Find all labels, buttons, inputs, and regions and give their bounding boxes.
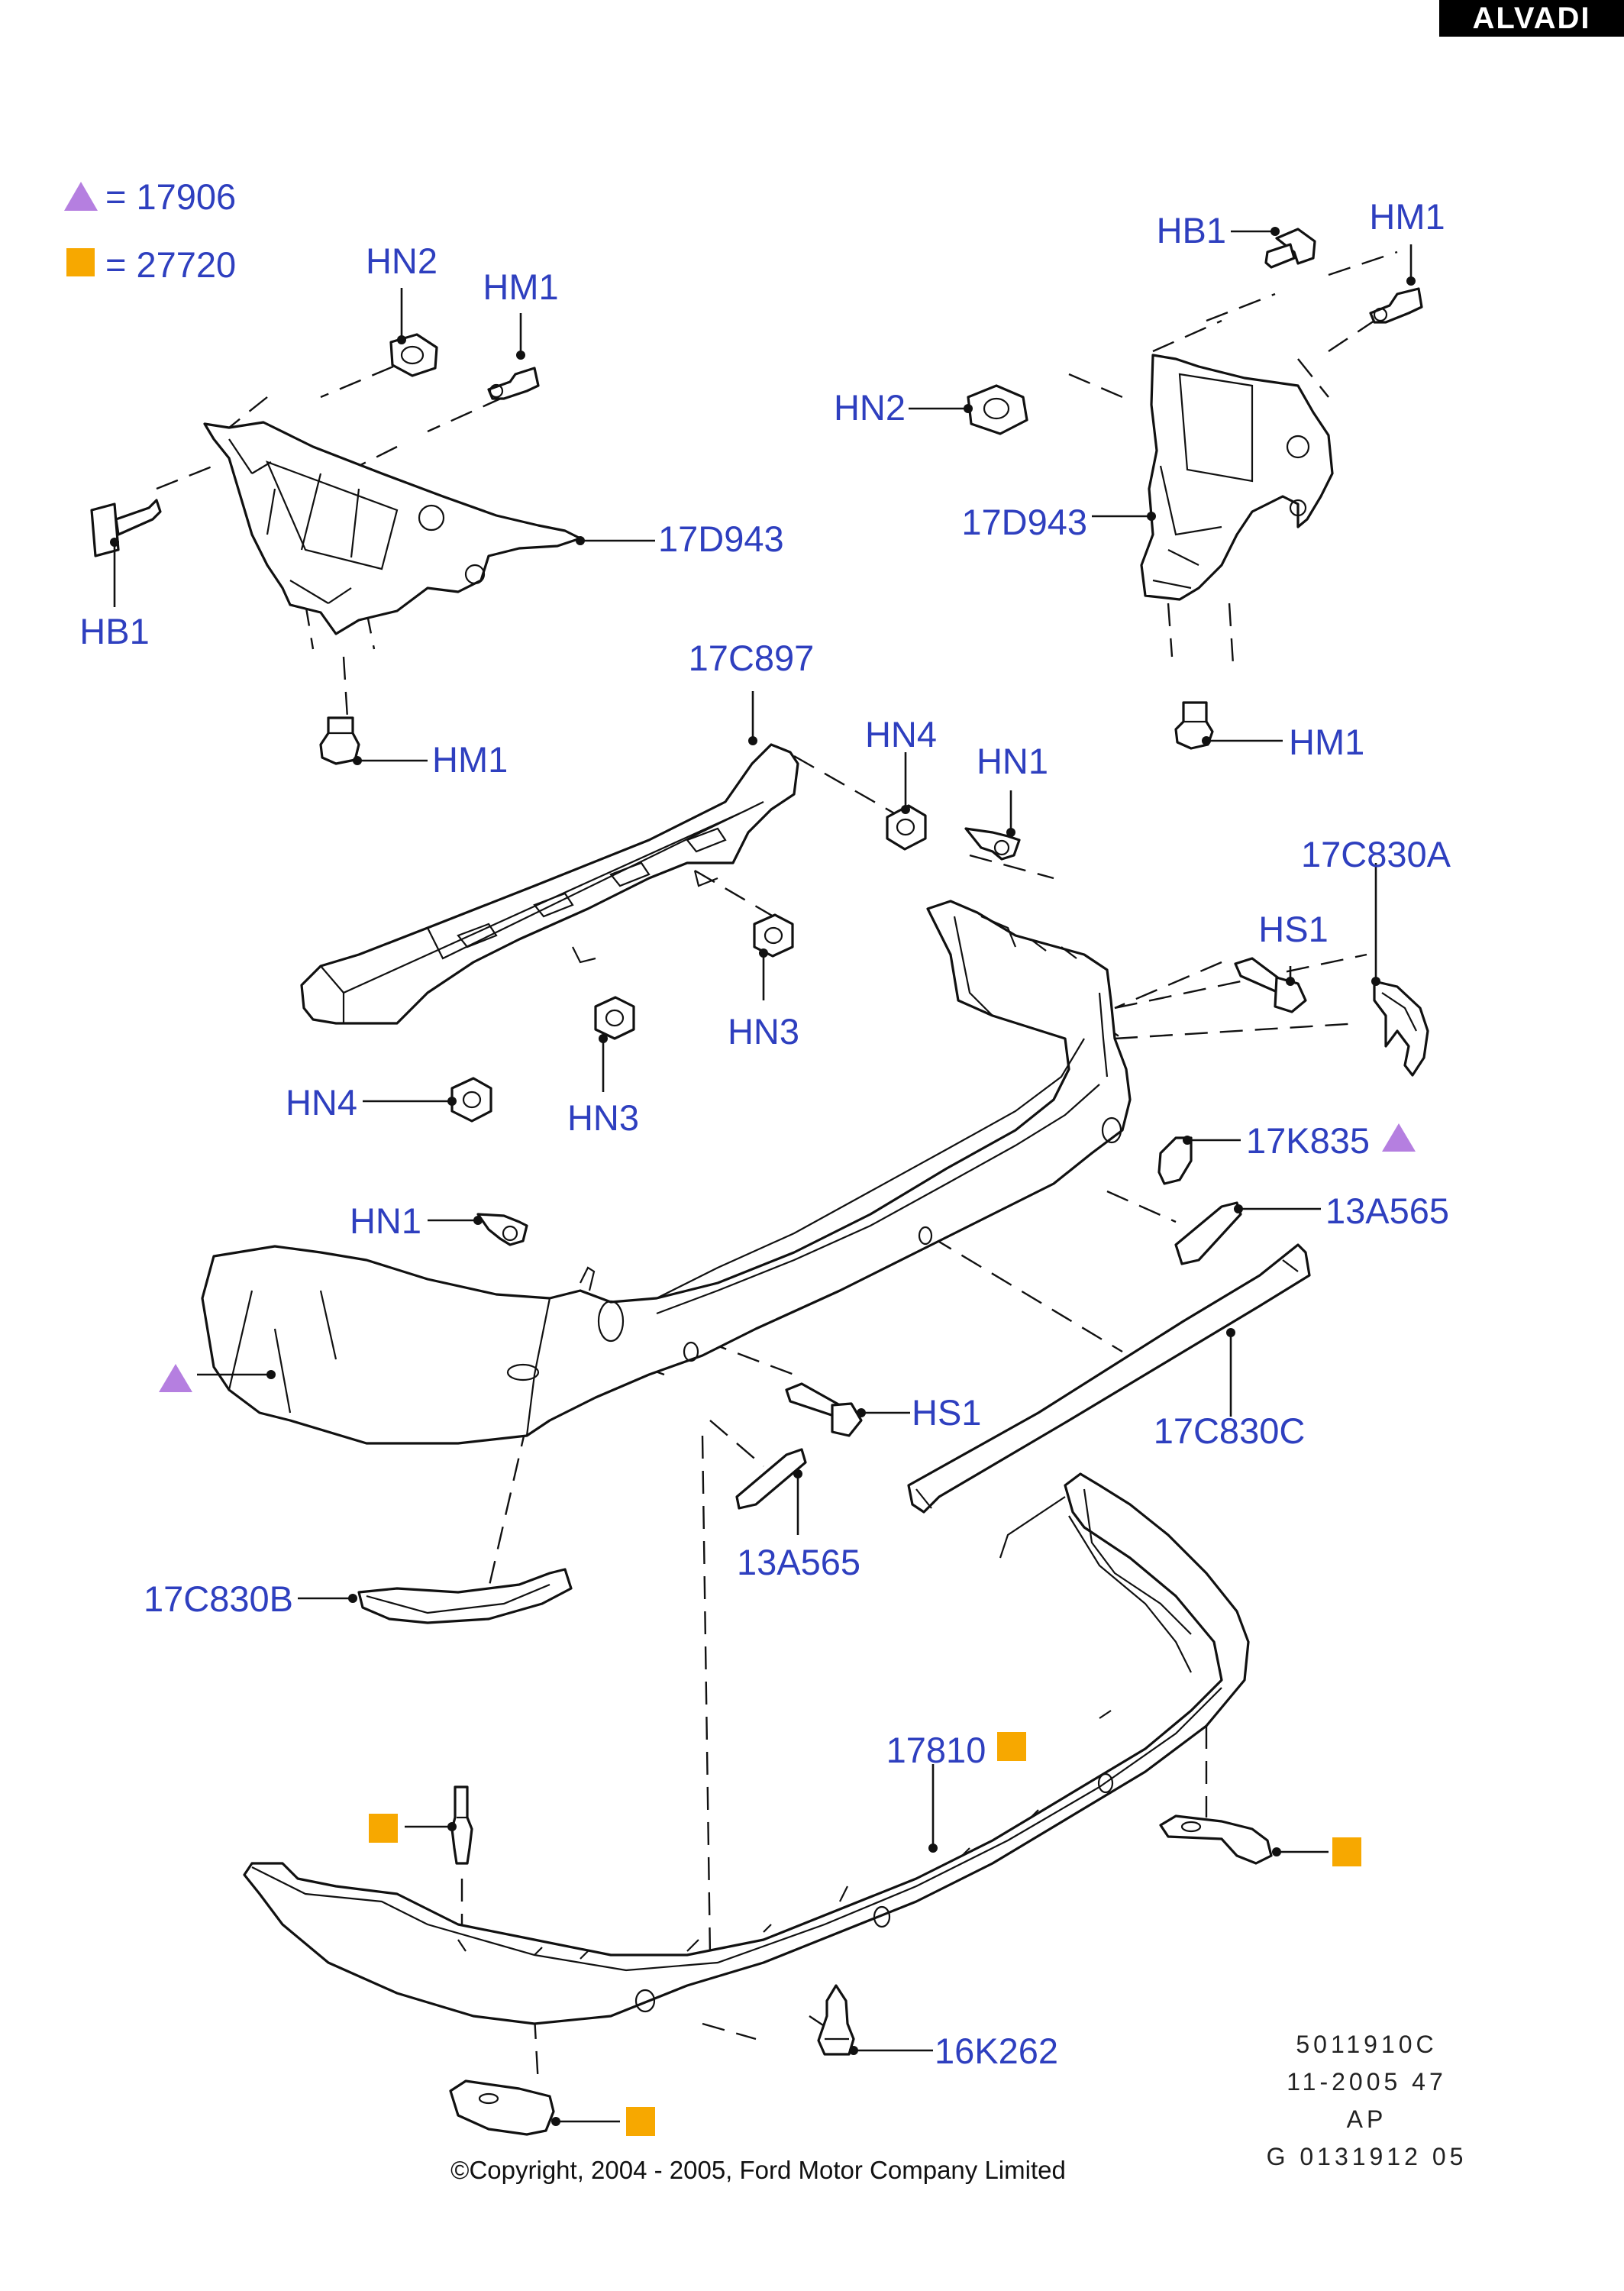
bracket-13a565-right <box>1174 1201 1242 1265</box>
label-hm1-left-bottom: HM1 <box>432 739 508 780</box>
hs1-right-screw-icon <box>1234 957 1307 1013</box>
label-17c897: 17C897 <box>689 638 815 678</box>
lower-left-bracket-square-icon <box>626 2107 655 2136</box>
hs1-center-screw-icon <box>785 1382 863 1437</box>
label-hn4-top: HN4 <box>865 714 937 755</box>
label-16k262: 16K262 <box>935 2031 1058 2071</box>
left-bracket-17d943 <box>203 421 582 635</box>
copyright-text: ©Copyright, 2004 - 2005, Ford Motor Comp… <box>450 2156 1066 2184</box>
hb1-right-bolt-icon <box>1264 228 1316 269</box>
label-hn4-left: HN4 <box>286 1082 357 1123</box>
label-17c830a: 17C830A <box>1301 834 1451 874</box>
code-line-4: G 0131912 05 <box>1267 2143 1467 2170</box>
label-17c830b: 17C830B <box>144 1578 293 1619</box>
label-hm1-right-bottom: HM1 <box>1289 722 1364 762</box>
label-17d943-right: 17D943 <box>961 502 1087 542</box>
legend-triangle-text: = 17906 <box>105 176 236 217</box>
bumper-cover <box>201 900 1132 1445</box>
label-17c830c: 17C830C <box>1154 1410 1306 1451</box>
label-hm1-right-top: HM1 <box>1369 196 1445 237</box>
label-17810-square-icon <box>997 1732 1026 1761</box>
code-line-3: AP <box>1347 2105 1387 2133</box>
code-line-2: 11-2005 47 <box>1287 2068 1447 2096</box>
right-bracket-17d943 <box>1140 354 1334 601</box>
hn2-right-nut-icon <box>967 384 1028 435</box>
hn4-left-nut-icon <box>450 1077 492 1123</box>
drawing-code-block: 5011910C 11-2005 47 AP G 0131912 05 <box>1267 2031 1467 2170</box>
brand-text: ALVADI <box>1473 2 1591 35</box>
label-hb1-right: HB1 <box>1157 210 1226 250</box>
lower-cover-17810 <box>243 1472 1250 2025</box>
bumper-triangle-icon <box>159 1364 192 1392</box>
fastener-16k262-icon <box>817 1984 855 2056</box>
legend-square-icon <box>66 248 95 276</box>
label-17k835: 17K835 <box>1246 1120 1370 1161</box>
label-hn1-top: HN1 <box>977 741 1048 781</box>
label-13a565-right: 13A565 <box>1325 1191 1449 1231</box>
label-17d943-left: 17D943 <box>658 519 784 559</box>
label-hs1-center: HS1 <box>912 1392 981 1433</box>
hn3-right-nut-icon <box>753 913 794 958</box>
trim-17c830a <box>1373 980 1429 1077</box>
rivet-square-icon <box>369 1814 398 1843</box>
assembly-lines <box>156 250 1398 2086</box>
label-17810: 17810 <box>886 1730 986 1770</box>
legend-square-text: = 27720 <box>105 244 236 285</box>
hm1-right-bottom-pin-icon <box>1174 701 1214 750</box>
label-17k835-triangle-icon <box>1382 1123 1416 1152</box>
hn1-left-clip-icon <box>476 1213 528 1246</box>
hb1-left-bolt-icon <box>90 499 162 557</box>
label-hm1-left-top: HM1 <box>483 267 558 307</box>
label-hn2-left: HN2 <box>366 241 437 281</box>
hm1-left-bottom-pin-icon <box>319 716 360 765</box>
label-hn1-left: HN1 <box>350 1200 421 1241</box>
labels: HN2 HM1 HB1 17D943 HM1 HB1 HM1 HN2 17D94… <box>79 196 1451 2136</box>
hn2-left-nut-icon <box>389 333 438 377</box>
label-hs1-right: HS1 <box>1258 909 1328 949</box>
reinforcement-beam-17c897 <box>300 743 799 1025</box>
leader-lines <box>110 227 1416 2126</box>
hn4-top-nut-icon <box>886 804 927 851</box>
bracket-13a565-center <box>735 1448 807 1510</box>
legend-triangle-icon <box>64 182 98 211</box>
brand-badge: ALVADI <box>1439 0 1624 37</box>
lower-left-bracket <box>449 2079 555 2136</box>
hn1-top-clip-icon <box>964 827 1021 861</box>
hm1-right-top-pin-icon <box>1369 287 1423 324</box>
trim-17c830b <box>357 1568 573 1624</box>
hn3-left-nut-icon <box>594 996 635 1040</box>
label-13a565-center: 13A565 <box>737 1542 860 1582</box>
hm1-left-top-pin-icon <box>487 367 540 400</box>
lower-right-bracket-square-icon <box>1332 1837 1361 1866</box>
label-hn2-right: HN2 <box>834 387 906 428</box>
label-hn3-right: HN3 <box>728 1011 799 1052</box>
legend: = 17906 = 27720 <box>64 176 236 285</box>
reflector-17k835 <box>1157 1136 1193 1185</box>
label-hb1-left: HB1 <box>79 611 149 651</box>
code-line-1: 5011910C <box>1296 2031 1437 2058</box>
trim-17c830c <box>907 1243 1311 1514</box>
label-hn3-left: HN3 <box>567 1097 639 1138</box>
lower-right-bracket <box>1159 1814 1273 1865</box>
